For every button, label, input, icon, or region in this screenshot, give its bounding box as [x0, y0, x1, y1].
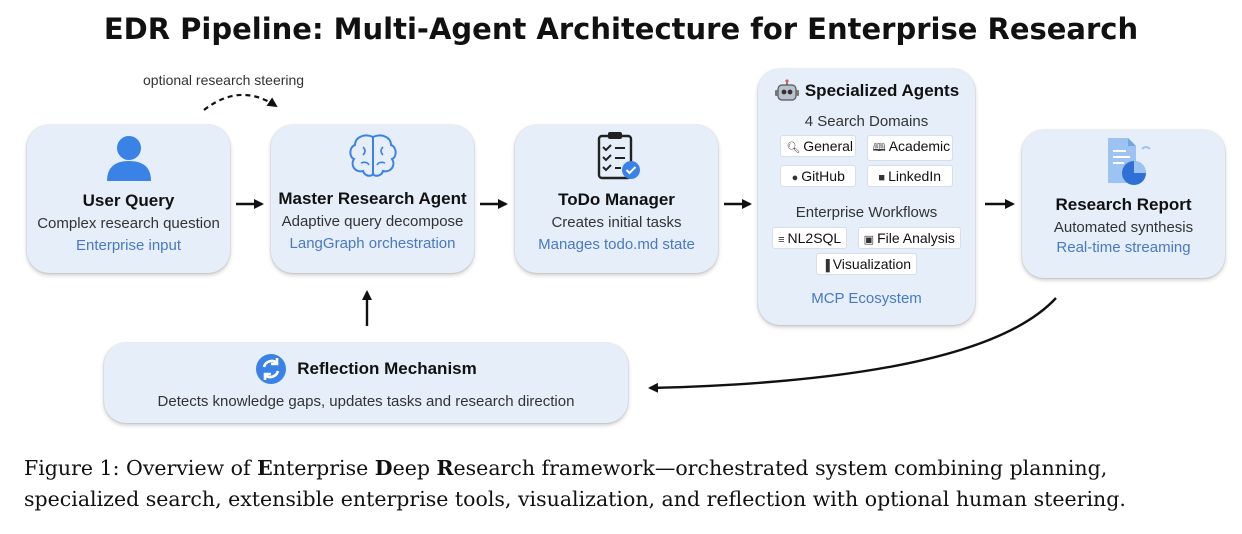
arrow-report-to-reflection — [648, 297, 1057, 393]
user-icon — [106, 136, 151, 181]
linkedin-icon: ■ — [878, 172, 886, 184]
refresh-icon — [256, 354, 287, 384]
master-agent-desc: Adaptive query decompose — [281, 213, 464, 230]
search-icon: 🔍︎ — [786, 142, 801, 154]
todo-title: ToDo Manager — [558, 190, 675, 209]
reflection-desc: Detects knowledge gaps, updates tasks an… — [157, 393, 575, 410]
domains-label: 4 Search Domains — [804, 113, 929, 130]
robot-icon — [774, 79, 799, 101]
caption-line-1: Figure 1: Overview of Enterprise Deep Re… — [24, 456, 1108, 480]
report-icon — [1107, 138, 1151, 185]
domain-tag-github: ●GitHub — [780, 165, 857, 187]
reflection-box: Reflection Mechanism Detects knowledge g… — [104, 343, 628, 423]
domain-tag-linkedin: ■LinkedIn — [866, 165, 953, 187]
todo-desc: Creates initial tasks — [551, 214, 682, 231]
specialized-agents-box: Specialized Agents 4 Search Domains 🔍︎Ge… — [758, 69, 975, 325]
github-icon: ● — [791, 172, 799, 184]
research-report-box: Research Report Automated synthesis Real… — [1022, 130, 1225, 278]
file-icon: ▣ — [863, 234, 875, 246]
master-agent-title: Master Research Agent — [278, 189, 467, 208]
steering-arrow — [203, 93, 278, 111]
user-query-badge: Enterprise input — [75, 237, 182, 254]
book-icon: 🕮 — [872, 142, 886, 154]
master-agent-box: Master Research Agent Adaptive query dec… — [271, 125, 474, 273]
domain-tag-general: 🔍︎General — [780, 135, 857, 157]
master-agent-badge: LangGraph orchestration — [289, 235, 456, 252]
workflow-tag-visualization: ▐Visualization — [815, 253, 918, 275]
user-query-box: User Query Complex research question Ent… — [27, 125, 230, 273]
workflows-label: Enterprise Workflows — [795, 204, 938, 221]
todo-badge: Manages todo.md state — [538, 236, 695, 253]
figure-caption: Figure 1: Overview of Enterprise Deep Re… — [24, 453, 1229, 515]
workflow-tag-nl2sql: ≡NL2SQL — [772, 227, 848, 249]
report-desc: Automated synthesis — [1053, 219, 1194, 236]
user-query-desc: Complex research question — [37, 215, 220, 232]
diagram-title: EDR Pipeline: Multi-Agent Architecture f… — [103, 12, 1139, 46]
chart-icon: ▐ — [821, 260, 830, 272]
report-badge: Real-time streaming — [1056, 239, 1191, 256]
database-icon: ≡ — [778, 234, 785, 246]
domain-tag-academic: 🕮Academic — [866, 135, 953, 161]
reflection-title: Reflection Mechanism — [297, 359, 477, 378]
specialized-footer: MCP Ecosystem — [811, 290, 922, 307]
specialized-title: Specialized Agents — [804, 81, 960, 100]
user-query-title: User Query — [82, 191, 175, 210]
workflow-tag-file-analysis: ▣File Analysis — [857, 227, 961, 249]
brain-icon — [348, 134, 397, 177]
checklist-icon — [597, 132, 640, 180]
report-title: Research Report — [1055, 195, 1192, 214]
caption-line-2: specialized search, extensible enterpris… — [24, 487, 1126, 511]
steering-label: optional research steering — [143, 72, 305, 88]
todo-manager-box: ToDo Manager Creates initial tasks Manag… — [515, 125, 718, 273]
